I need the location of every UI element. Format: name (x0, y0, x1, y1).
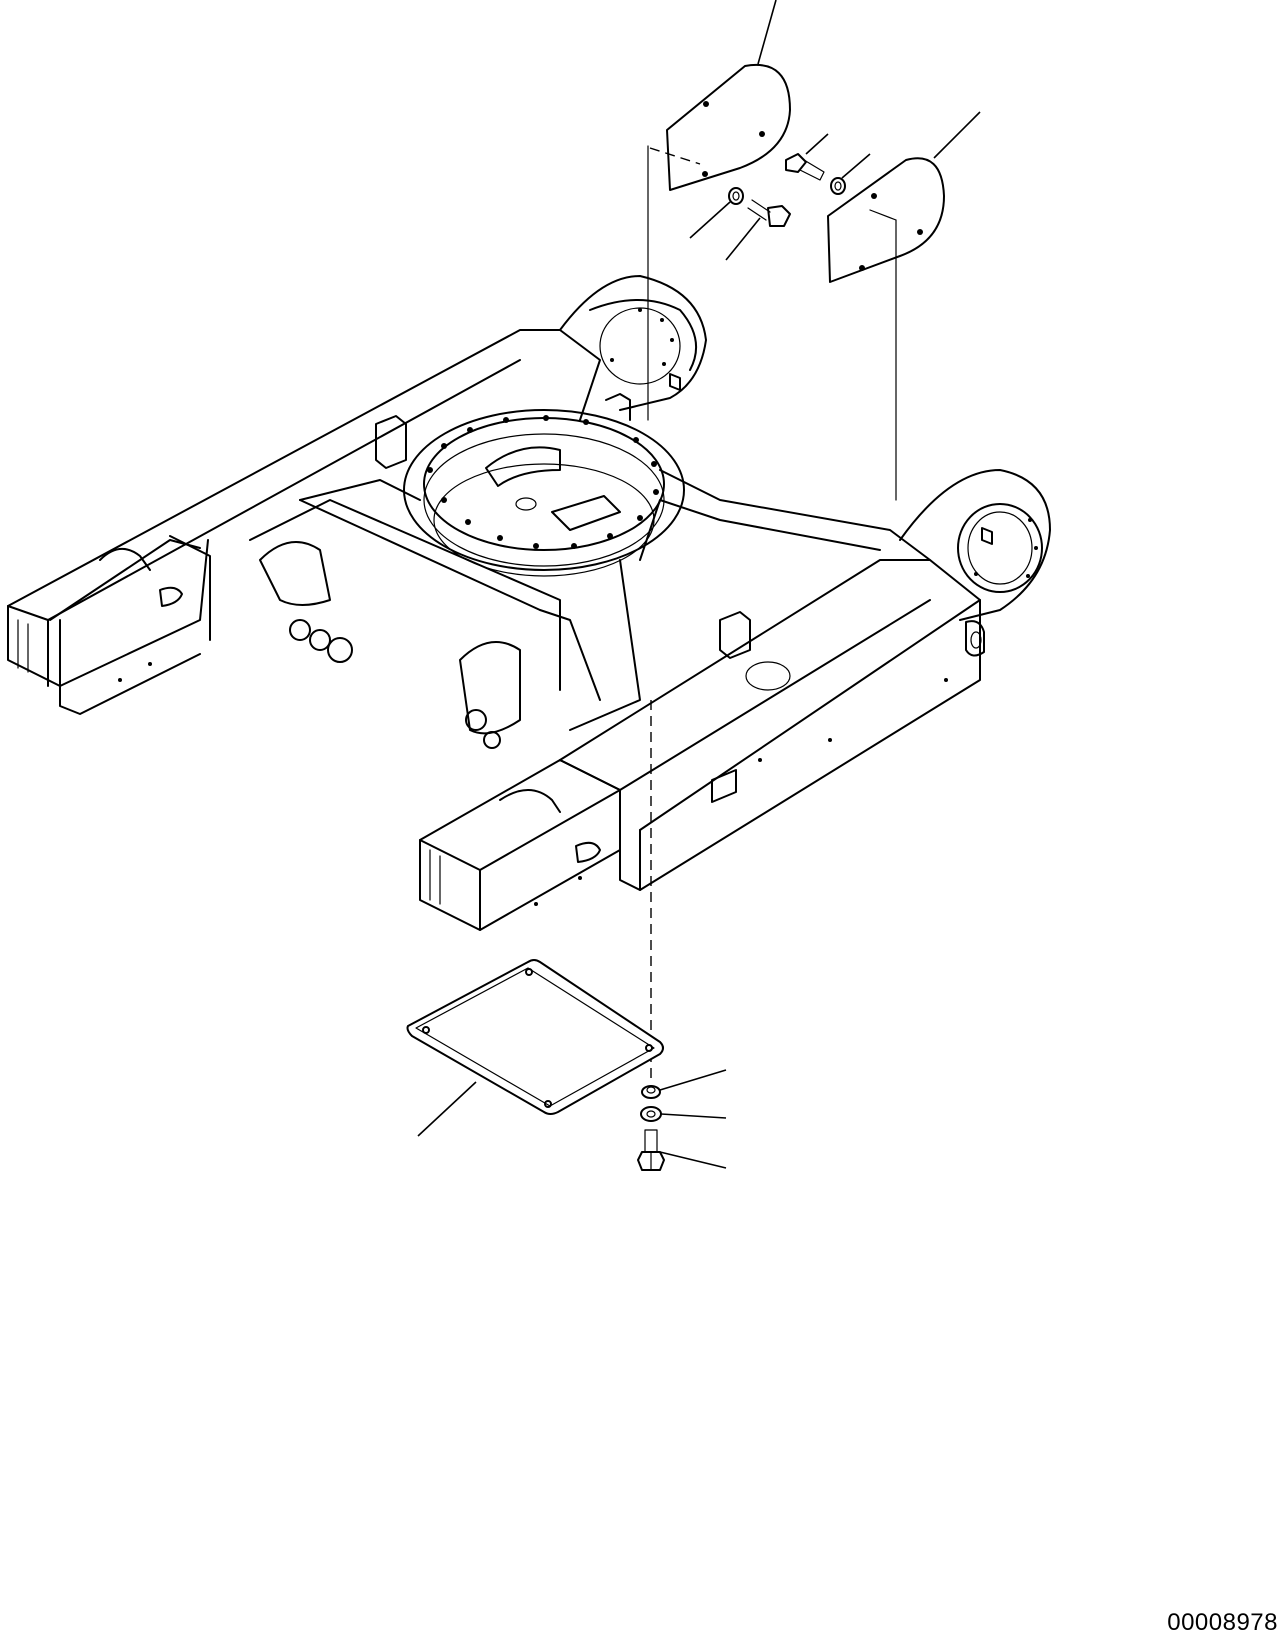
washer-lower (640, 1106, 727, 1122)
undercover-plate (406, 959, 664, 1137)
cover-left-upper (666, 0, 791, 191)
nut-lower (641, 1069, 727, 1099)
bolt-upper-b (725, 199, 791, 261)
drawing-number: 00008978 (1167, 1609, 1278, 1636)
leader-cover-right-upper (933, 111, 981, 159)
bolt-lower (637, 1129, 727, 1171)
leader-cover-left-upper (757, 0, 777, 65)
washer-upper-b (830, 153, 871, 195)
cover-right-upper (827, 111, 981, 283)
track-frame (7, 275, 1051, 931)
washer-upper-a (689, 187, 744, 239)
bolt-upper-a (785, 133, 829, 181)
